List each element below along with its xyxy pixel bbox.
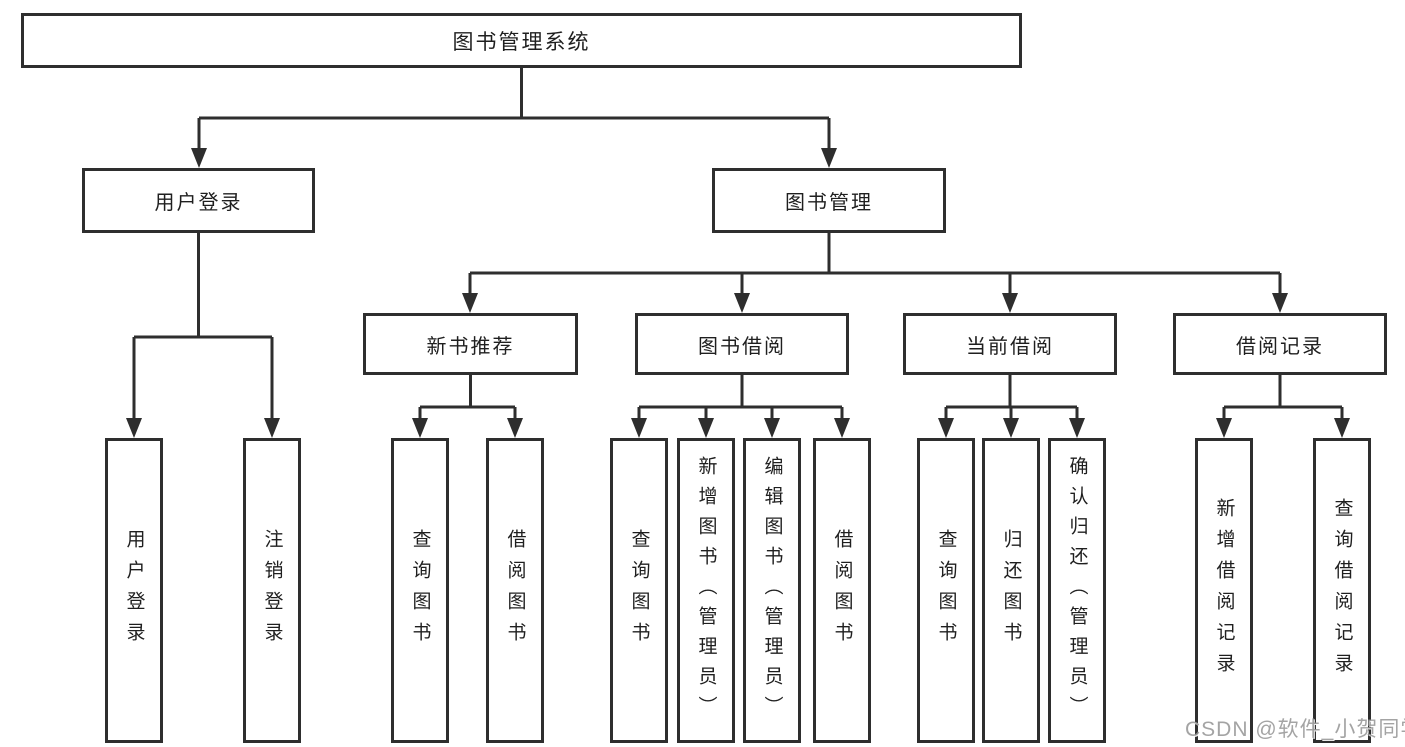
node-book-borrow: 图书借阅 — [635, 313, 849, 375]
connector-currentborrow-to-leaves — [944, 375, 1079, 422]
leaf-return-book: 归还图书 — [982, 438, 1040, 743]
arrowhead — [698, 418, 714, 438]
leaf-query-borrow-record: 查询借阅记录 — [1313, 438, 1371, 743]
connector-root-to-level2 — [197, 68, 831, 150]
leaf-borrow-books: 借阅图书 — [813, 438, 871, 743]
arrowhead — [126, 418, 142, 438]
arrowhead — [462, 293, 478, 313]
leaf-query-books-recommend: 查询图书 — [391, 438, 449, 743]
node-library-system: 图书管理系统 — [21, 13, 1022, 68]
arrowhead — [264, 418, 280, 438]
csdn-watermark: CSDN @软件_小贺同学 — [1185, 718, 1405, 741]
node-user-login: 用户登录 — [82, 168, 315, 233]
leaf-user-login: 用户登录 — [105, 438, 163, 743]
connector-userlogin-to-leaves — [132, 233, 274, 420]
leaf-confirm-return-admin: 确认归还（管理员） — [1048, 438, 1106, 743]
leaf-query-books-current: 查询图书 — [917, 438, 975, 743]
arrowhead — [1003, 418, 1019, 438]
connector-bookborrow-to-leaves — [637, 375, 844, 422]
node-borrow-records: 借阅记录 — [1173, 313, 1387, 375]
leaf-query-books-borrow: 查询图书 — [610, 438, 668, 743]
arrowhead — [1272, 293, 1288, 313]
connector-newbook-to-leaves — [418, 375, 517, 422]
arrowhead — [507, 418, 523, 438]
leaf-logout: 注销登录 — [243, 438, 301, 743]
leaf-edit-book-admin: 编辑图书（管理员） — [743, 438, 801, 743]
connector-bookmgmt-to-level3 — [468, 233, 1282, 295]
arrowhead — [834, 418, 850, 438]
leaf-add-book-admin: 新增图书（管理员） — [677, 438, 735, 743]
arrowhead — [191, 148, 207, 168]
node-current-borrow: 当前借阅 — [903, 313, 1117, 375]
connector-borrowrecords-to-leaves — [1222, 375, 1344, 422]
arrowhead — [1069, 418, 1085, 438]
arrowhead — [764, 418, 780, 438]
leaf-borrow-books-recommend: 借阅图书 — [486, 438, 544, 743]
arrowhead — [734, 293, 750, 313]
arrowhead — [1002, 293, 1018, 313]
node-book-management: 图书管理 — [712, 168, 946, 233]
arrowhead — [821, 148, 837, 168]
leaf-add-borrow-record: 新增借阅记录 — [1195, 438, 1253, 743]
arrowhead — [412, 418, 428, 438]
node-new-book-recommend: 新书推荐 — [363, 313, 578, 375]
arrowhead — [1216, 418, 1232, 438]
arrowhead — [1334, 418, 1350, 438]
arrowhead — [631, 418, 647, 438]
arrowhead — [938, 418, 954, 438]
